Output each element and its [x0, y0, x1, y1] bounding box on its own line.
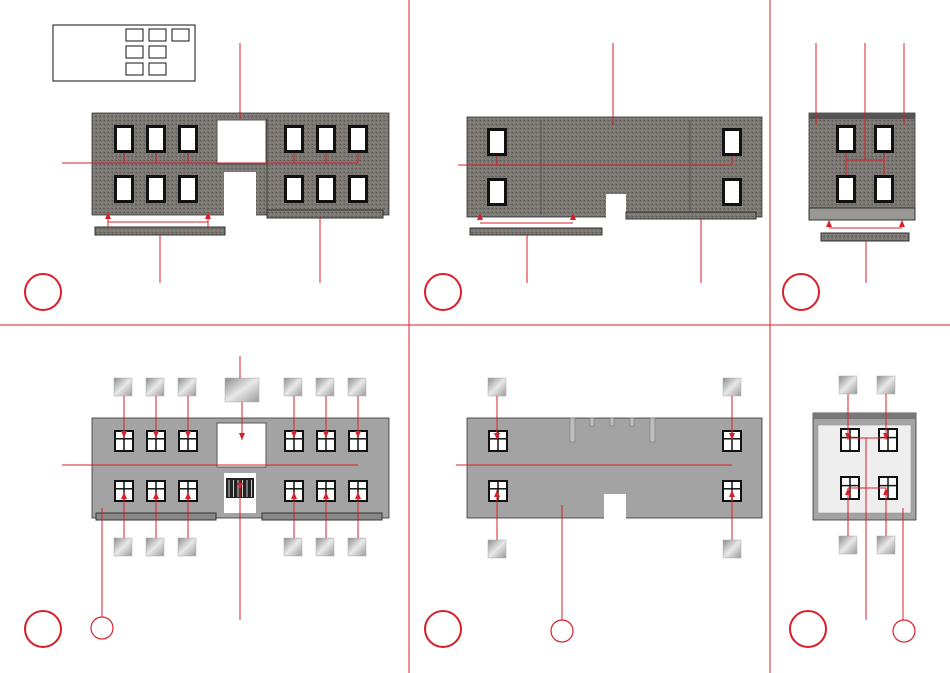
glazing-pane-icon [178, 378, 196, 396]
window-glass [149, 178, 163, 200]
part-callout-circle [551, 620, 573, 642]
glazing-pane-icon [284, 538, 302, 556]
step-5-panel [425, 378, 762, 647]
glazing-pane-icon [225, 378, 259, 402]
glazing-pane-icon [114, 378, 132, 396]
interior-rib [650, 418, 655, 442]
legend-cell [149, 46, 166, 58]
step-2-panel [425, 43, 762, 310]
roof-cornice [813, 413, 916, 419]
window-glass [839, 128, 853, 150]
arrowhead [826, 220, 832, 227]
step-3-panel [783, 43, 915, 310]
window-glass [490, 181, 504, 203]
legend-cell [126, 63, 143, 75]
base-strip-fitted [267, 210, 383, 218]
glazing-pane-icon [114, 538, 132, 556]
legend-cell [149, 63, 166, 75]
window-glass [725, 131, 739, 153]
plinth [809, 208, 915, 220]
glazing-pane-icon [723, 540, 741, 558]
step-5-number-circle [425, 611, 461, 647]
glazing-pane-icon [348, 378, 366, 396]
step-4-panel [25, 356, 389, 647]
step-6-number-circle [790, 611, 826, 647]
step-3-number-circle [783, 274, 819, 310]
window-glass [351, 128, 365, 150]
part-legend-box [53, 25, 195, 81]
legend-cell [126, 29, 143, 41]
step-6-panel [790, 376, 916, 647]
interior-tab [610, 418, 614, 426]
window-glass [839, 178, 853, 200]
base-strip-part [821, 233, 909, 241]
window-glass [117, 178, 131, 200]
part-callout-circle [91, 617, 113, 639]
glazing-pane-icon [146, 378, 164, 396]
door-opening [224, 172, 256, 216]
upper-opening [217, 120, 266, 164]
window-glass [877, 178, 891, 200]
rear-door-opening [604, 494, 626, 520]
window-glass [877, 128, 891, 150]
glazing-pane-icon [877, 536, 895, 554]
glazing-pane-icon [146, 538, 164, 556]
window-glass [149, 128, 163, 150]
part-callout-circle [893, 620, 915, 642]
base-strip-right [262, 513, 382, 520]
glazing-pane-icon [877, 376, 895, 394]
glazing-pane-icon [839, 536, 857, 554]
glazing-pane-icon [488, 540, 506, 558]
glazing-pane-icon [316, 378, 334, 396]
window-glass [287, 128, 301, 150]
window-glass [351, 178, 365, 200]
window-glass [181, 178, 195, 200]
rear-door-opening [606, 194, 626, 218]
step-1-panel [25, 43, 389, 310]
legend-cell [149, 29, 166, 41]
window-glass [117, 128, 131, 150]
window-glass [287, 178, 301, 200]
arrowhead [899, 220, 905, 227]
interior-rib [570, 418, 575, 442]
glazing-pane-icon [488, 378, 506, 396]
interior-tab [590, 418, 594, 426]
roof-cornice [809, 113, 915, 119]
base-strip-fitted [626, 212, 756, 219]
glazing-pane-icon [178, 538, 196, 556]
window-glass [490, 131, 504, 153]
legend-cell [126, 46, 143, 58]
step-1-number-circle [25, 274, 61, 310]
window-glass [319, 178, 333, 200]
step-4-number-circle [25, 611, 61, 647]
window-glass [319, 128, 333, 150]
base-strip-part [95, 227, 225, 235]
glazing-pane-icon [284, 378, 302, 396]
glazing-pane-icon [839, 376, 857, 394]
glazing-pane-icon [723, 378, 741, 396]
window-glass [181, 128, 195, 150]
legend-cell [172, 29, 189, 41]
step-2-number-circle [425, 274, 461, 310]
glazing-pane-icon [316, 538, 334, 556]
base-strip-part [470, 228, 602, 235]
interior-tab [630, 418, 634, 426]
side-brick-wall [809, 113, 915, 220]
glazing-pane-icon [348, 538, 366, 556]
window-glass [725, 181, 739, 203]
